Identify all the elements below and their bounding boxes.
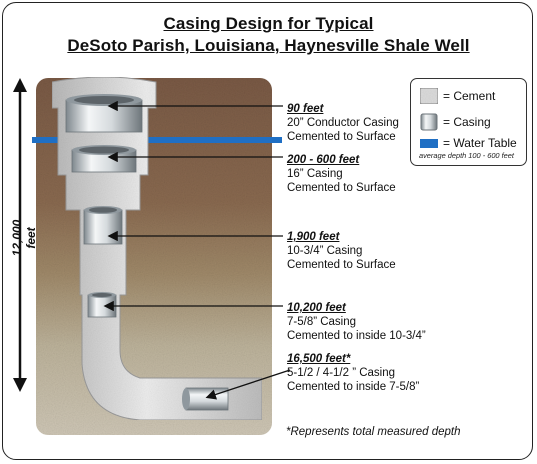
legend-water-table: = Water Table bbox=[419, 135, 517, 150]
callout-depth: 200 - 600 feet bbox=[287, 154, 360, 166]
callout-depth: 90 feet bbox=[287, 103, 324, 115]
footnote: *Represents total measured depth bbox=[286, 426, 461, 438]
cement-swatch-icon bbox=[419, 87, 439, 105]
callout-desc: Cemented to Surface bbox=[287, 182, 396, 194]
depth-axis-label: 12,000 feet bbox=[10, 219, 38, 257]
callout-desc: 20” Conductor Casing bbox=[287, 117, 399, 129]
water-table-swatch-icon bbox=[420, 138, 438, 148]
casing-20in bbox=[65, 94, 143, 133]
callout-200-600ft: 200 - 600 feet 16” Casing Cemented to Su… bbox=[287, 153, 396, 195]
callout-desc: Cemented to Surface bbox=[287, 131, 396, 143]
depth-axis-arrow-bottom bbox=[13, 378, 27, 392]
callout-16500ft: 16,500 feet* 5-1/2 / 4-1/2 ” Casing Ceme… bbox=[287, 352, 419, 394]
leader-16500ft bbox=[205, 369, 291, 400]
legend-water-note: average depth 100 - 600 feet bbox=[419, 151, 514, 160]
callout-10200ft: 10,200 feet 7-5/8” Casing Cemented to in… bbox=[287, 301, 426, 343]
casing-5-1-2in bbox=[182, 387, 229, 411]
callout-desc: 16” Casing bbox=[287, 168, 343, 180]
legend-casing: = Casing bbox=[419, 113, 491, 131]
legend-casing-label: = Casing bbox=[443, 115, 491, 129]
title-line-2: DeSoto Parish, Louisiana, Haynesville Sh… bbox=[67, 36, 470, 55]
depth-axis-arrow-top bbox=[13, 78, 27, 92]
callout-desc: Cemented to inside 7-5/8” bbox=[287, 381, 420, 393]
legend-cement: = Cement bbox=[419, 87, 495, 105]
legend-cement-label: = Cement bbox=[443, 89, 496, 103]
callout-desc: Cemented to Surface bbox=[287, 259, 396, 271]
title-line-1: Casing Design for Typical bbox=[163, 14, 374, 33]
callout-1900ft: 1,900 feet 10-3/4” Casing Cemented to Su… bbox=[287, 230, 396, 272]
casing-swatch-icon bbox=[420, 113, 438, 131]
callout-desc: 5-1/2 / 4-1/2 ” Casing bbox=[287, 367, 396, 379]
callout-desc: 10-3/4” Casing bbox=[287, 245, 363, 257]
callout-depth: 1,900 feet bbox=[287, 231, 340, 243]
callout-desc: Cemented to inside 10-3/4” bbox=[287, 330, 426, 342]
legend-box: = Cement = Casing = Water Table average … bbox=[410, 78, 527, 166]
water-table-band bbox=[32, 137, 282, 143]
casing-16in bbox=[71, 145, 137, 173]
callout-depth: 16,500 feet* bbox=[287, 353, 351, 365]
callout-desc: 7-5/8” Casing bbox=[287, 316, 357, 328]
callout-90ft: 90 feet 20” Conductor Casing Cemented to… bbox=[287, 102, 399, 144]
callout-depth: 10,200 feet bbox=[287, 302, 346, 314]
casing-10-3-4in bbox=[83, 206, 123, 245]
casing-7-5-8in bbox=[87, 292, 117, 318]
legend-water-label: = Water Table bbox=[443, 135, 517, 150]
